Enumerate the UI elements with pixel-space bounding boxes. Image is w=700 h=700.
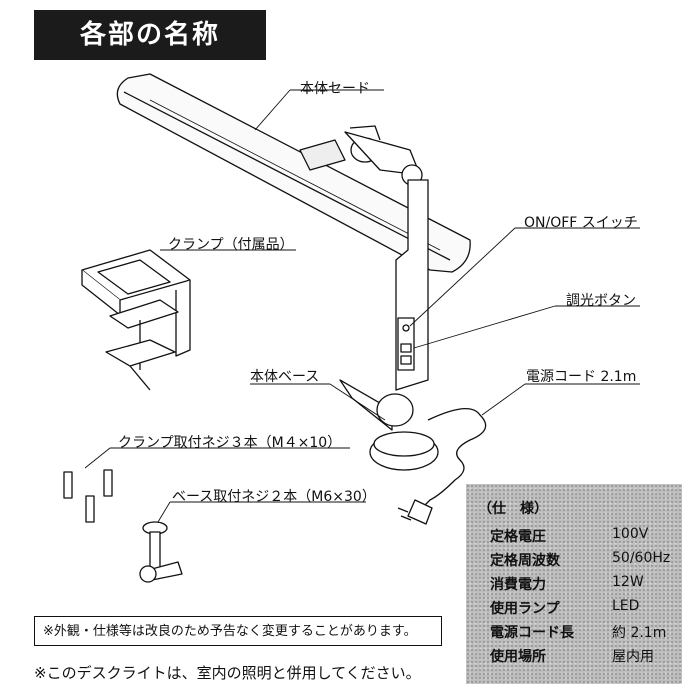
- label-switch: ON/OFF スイッチ: [524, 215, 638, 231]
- label-clamp-screw: クランプ取付ネジ３本（M４×10）: [118, 435, 342, 451]
- power-cord-drawing: [424, 408, 487, 506]
- spec-heading: （仕 様）: [478, 501, 548, 517]
- lamp-shade-drawing: [116, 73, 471, 273]
- spec-value: 12W: [612, 574, 644, 590]
- label-base-screw: ベース取付ネジ２本（M6×30）: [172, 489, 376, 505]
- clamp-screws-drawing: [63, 469, 113, 523]
- plug-drawing: [397, 499, 433, 525]
- leader-lines: [84, 89, 640, 523]
- spec-key: 使用ランプ: [490, 601, 560, 617]
- label-clamp: クランプ（付属品）: [168, 237, 294, 253]
- spec-value: 約 2.1m: [612, 625, 667, 641]
- label-base: 本体ベース: [250, 369, 320, 385]
- label-shade: 本体セード: [300, 81, 370, 97]
- section-title: 各部の名称: [34, 10, 266, 60]
- notice-box: ※外観・仕様等は改良のため予告なく変更することがあります。: [34, 616, 442, 646]
- spec-value: 50/60Hz: [612, 550, 671, 566]
- spec-key: 消費電力: [490, 577, 546, 593]
- lamp-base-drawing: [339, 379, 439, 471]
- spec-key: 定格周波数: [490, 553, 560, 569]
- spec-table: （仕 様） 定格電圧 100V 定格周波数 50/60Hz 消費電力 12W 使…: [466, 484, 682, 684]
- base-screws-drawing: [139, 521, 183, 583]
- label-cord: 電源コード 2.1m: [526, 369, 637, 385]
- label-dimmer: 調光ボタン: [566, 293, 636, 309]
- notice-bottom: ※このデスクライトは、室内の照明と併用してください。: [34, 664, 421, 682]
- spec-key: 定格電圧: [490, 529, 546, 545]
- spec-value: 100V: [612, 526, 649, 542]
- lamp-arm-joint-drawing: [299, 125, 423, 186]
- spec-key: 電源コード長: [490, 625, 574, 641]
- lamp-pole-drawing: [395, 179, 429, 391]
- spec-value: 屋内用: [612, 649, 654, 665]
- spec-key: 使用場所: [490, 649, 546, 665]
- spec-value: LED: [612, 598, 640, 614]
- clamp-drawing: [81, 249, 191, 391]
